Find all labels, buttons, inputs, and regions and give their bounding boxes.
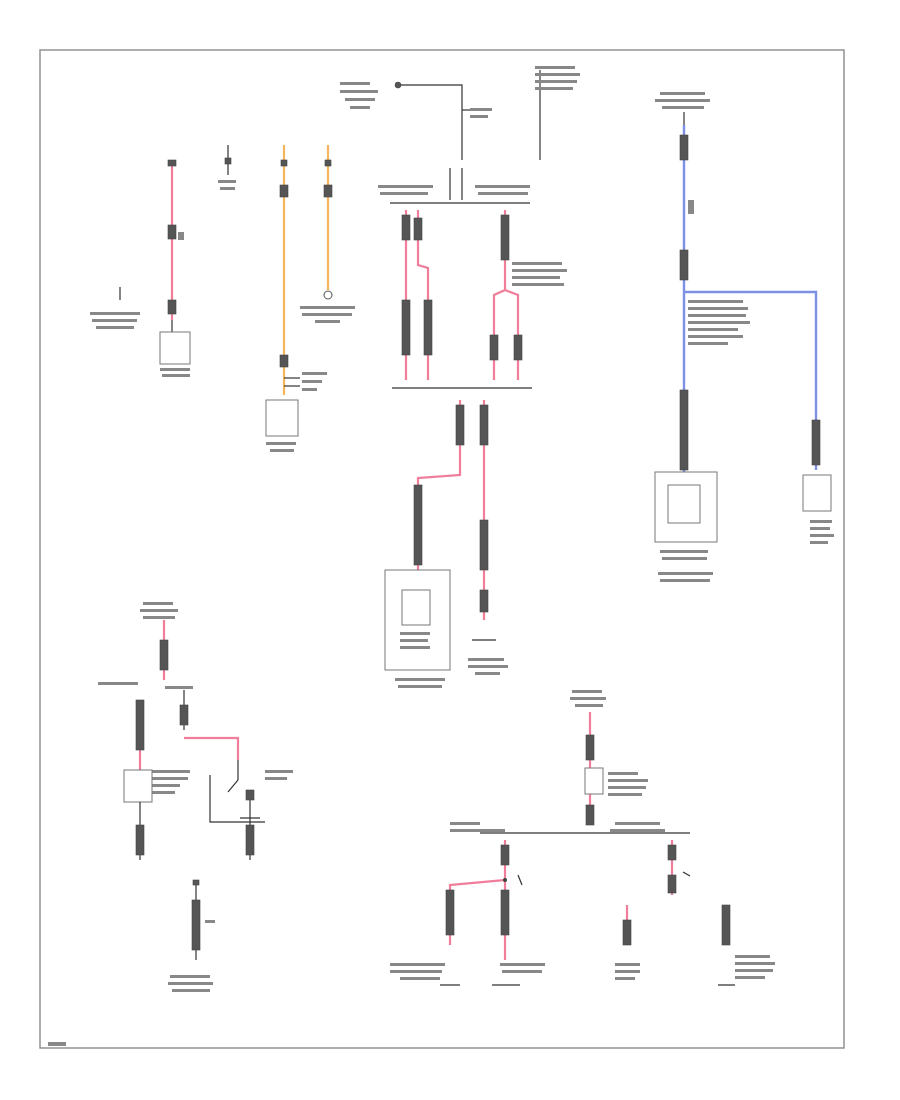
top-supply-group (340, 66, 580, 204)
right-module (667, 484, 701, 524)
far-right-module (802, 474, 832, 512)
center-bus-group (392, 210, 567, 389)
lighting-circuit-group (390, 690, 775, 986)
switch-left (123, 769, 153, 803)
left-module (159, 331, 191, 365)
switch-circuit-group (98, 602, 293, 992)
ground-circuit-group (654, 92, 834, 582)
left-feeds-group (90, 145, 355, 452)
center-module (401, 589, 431, 626)
center-lower-group (384, 400, 508, 688)
diagram-frame (39, 49, 845, 1049)
lower-left-module (265, 399, 299, 437)
lighting-relay (584, 767, 604, 795)
